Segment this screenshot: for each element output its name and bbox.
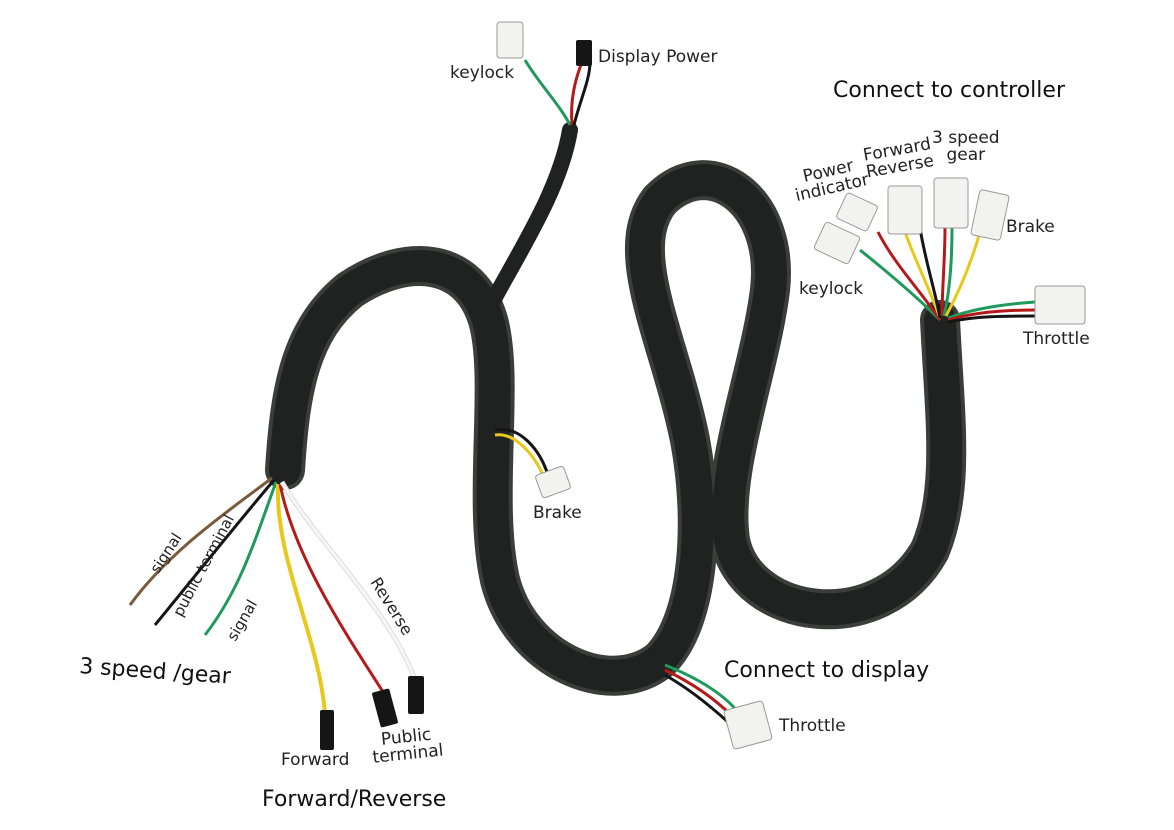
three-speed-line1: 3 speed (932, 128, 1000, 148)
power-indicator-connector-icon (836, 192, 878, 232)
harness-sheath (265, 122, 967, 696)
forward-reverse-connector-icon (887, 185, 923, 235)
throttle-display-connector-icon (723, 700, 773, 750)
public-terminal-bottom-label: Public terminal (370, 725, 445, 768)
three-speed-line2: gear (946, 145, 986, 166)
forward-connector-icon (320, 710, 334, 750)
three-speed-connector-icon (933, 177, 969, 229)
throttle-controller-connector-icon (1034, 285, 1086, 325)
forward-reverse-bottom-label: Forward/Reverse (262, 787, 447, 812)
controller-end-branch (813, 177, 1086, 325)
brake-right-label: Brake (1006, 217, 1055, 237)
keylock-connector-icon (496, 21, 524, 59)
brake-connector-icon (535, 465, 571, 499)
mid-brake-branch (494, 427, 571, 499)
top-connectors (496, 21, 592, 126)
brake-controller-connector-icon (970, 189, 1010, 241)
throttle-bottom-label: Throttle (779, 716, 846, 736)
keylock-controller-connector-icon (813, 221, 861, 265)
throttle-right-label: Throttle (1023, 329, 1090, 349)
reverse-connector-icon (408, 676, 424, 714)
display-power-label: Display Power (598, 47, 718, 67)
forward-label: Forward (281, 750, 350, 770)
three-speed-gear-top-label: 3 speed gear (932, 128, 1000, 166)
connect-to-display-label: Connect to display (724, 658, 930, 683)
display-end-branch (664, 663, 773, 750)
brake-mid-label: Brake (533, 503, 582, 523)
left-wire-fanout (128, 476, 424, 750)
public-terminal-connector-icon (372, 688, 398, 728)
keylock-right-label: keylock (799, 279, 864, 299)
connect-to-controller-label: Connect to controller (833, 78, 1065, 103)
keylock-top-label: keylock (450, 63, 515, 83)
display-power-connector-icon (576, 40, 592, 66)
